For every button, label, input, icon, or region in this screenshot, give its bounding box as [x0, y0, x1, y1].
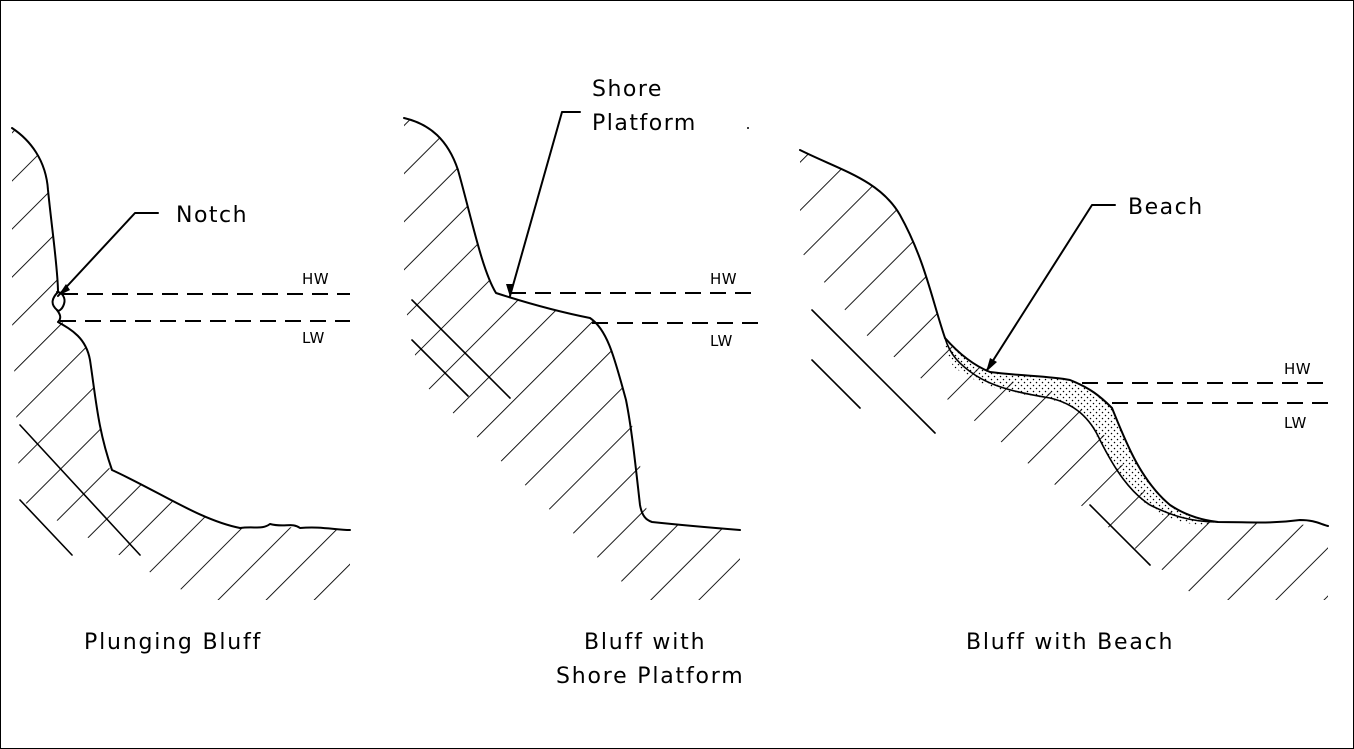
- bluff-face-outline: [799, 149, 946, 339]
- bedding-line: [811, 359, 861, 409]
- low-water-label: LW: [1284, 414, 1307, 432]
- low-water-label: LW: [302, 329, 325, 347]
- bluff-face-outline: [403, 117, 741, 531]
- caption-plunging-bluff: Plunging Bluff: [84, 630, 262, 655]
- scan-speck: [747, 127, 749, 129]
- bluff-rock-hatch: [404, 118, 740, 600]
- bluff-rock-hatch: [12, 128, 350, 600]
- panel-beach: HW LW Beach: [799, 149, 1330, 600]
- notch-arrowhead: [58, 284, 70, 296]
- beach-label: Beach: [1128, 195, 1204, 220]
- beach-arrowhead: [986, 358, 997, 372]
- bedding-line: [19, 424, 141, 556]
- bedding-line: [811, 309, 936, 434]
- high-water-label: HW: [1284, 360, 1311, 378]
- panel-plunging-bluff: HW LW Notch: [11, 127, 351, 600]
- high-water-label: HW: [302, 270, 329, 288]
- low-water-label: LW: [710, 332, 733, 350]
- beach-sediment: [945, 338, 1218, 525]
- shore-platform-label-line1: Shore: [592, 77, 663, 102]
- bedding-line: [411, 299, 511, 399]
- notch-leader-line: [57, 212, 159, 297]
- caption-shore-platform-line2: Shore Platform: [556, 664, 744, 689]
- panel-shore-platform: HW LW Shore Platform: [403, 77, 760, 600]
- beach-base-outline: [944, 337, 1219, 523]
- bluff-face-outline: [11, 127, 351, 531]
- beach-leader-line: [986, 204, 1116, 371]
- bedding-line: [19, 499, 73, 556]
- high-water-label: HW: [710, 270, 737, 288]
- caption-beach: Bluff with Beach: [966, 630, 1174, 655]
- platform-arrowhead: [506, 284, 514, 297]
- caption-shore-platform-line1: Bluff with: [584, 630, 706, 655]
- notch-label: Notch: [176, 203, 248, 228]
- shore-platform-label-line2: Platform: [592, 111, 697, 136]
- bluff-rock-hatch: [800, 150, 1328, 600]
- bedding-line: [411, 339, 469, 397]
- platform-leader-line: [509, 111, 581, 297]
- bedding-line: [1089, 504, 1151, 566]
- beach-surface-outline: [944, 337, 1329, 527]
